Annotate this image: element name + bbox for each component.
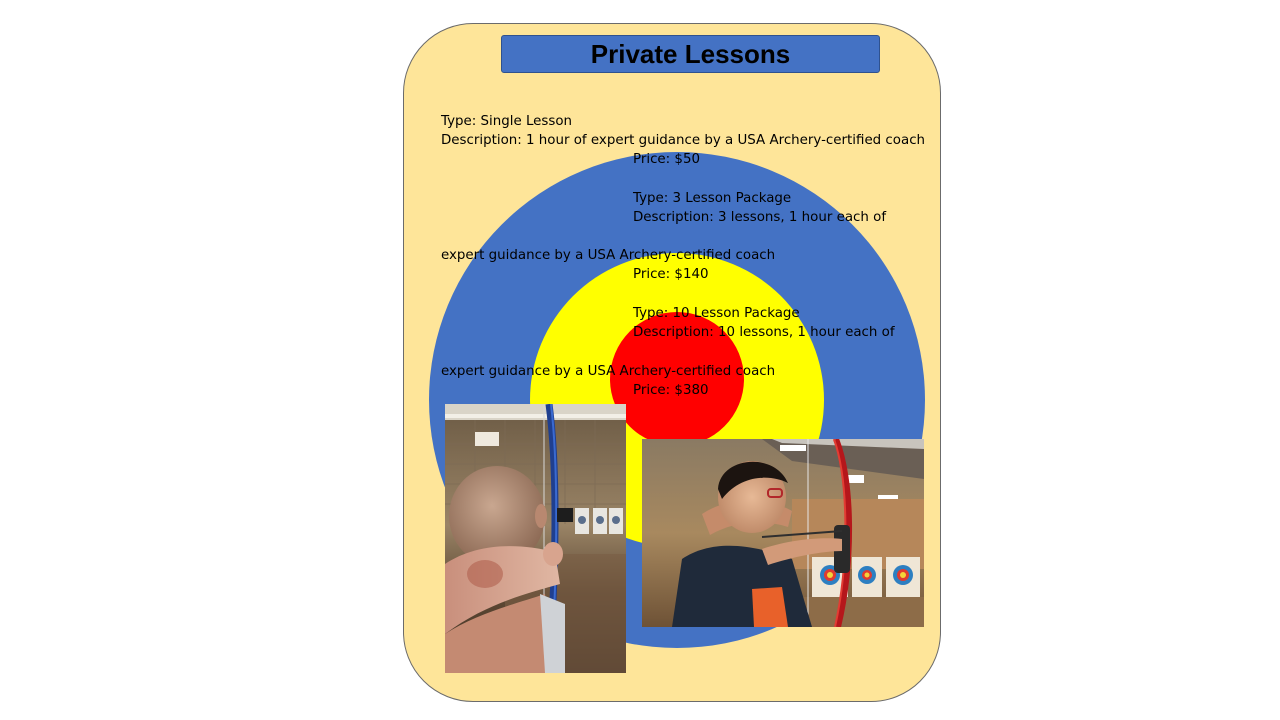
page-title: Private Lessons: [590, 38, 791, 69]
lesson-1-price: Price: $50: [633, 152, 700, 167]
lesson-2-description-line1: Description: 3 lessons, 1 hour each of: [633, 210, 887, 225]
lesson-card: Private Lessons Type: Single Lesson Desc…: [403, 23, 941, 702]
lesson-3-price: Price: $380: [633, 383, 709, 398]
lesson-2-type: Type: 3 Lesson Package: [633, 191, 792, 206]
lesson-3-description-line2: expert guidance by a USA Archery-certifi…: [441, 364, 776, 379]
lesson-3-type: Type: 10 Lesson Package: [633, 306, 800, 321]
lesson-2-price: Price: $140: [633, 267, 709, 282]
title-banner: Private Lessons: [501, 35, 880, 73]
lesson-1-type: Type: Single Lesson: [441, 114, 573, 129]
lesson-1-description: Description: 1 hour of expert guidance b…: [441, 133, 926, 148]
archer-aiming-image: [642, 439, 924, 627]
lesson-2-description-line2: expert guidance by a USA Archery-certifi…: [441, 248, 776, 263]
lesson-3-description-line1: Description: 10 lessons, 1 hour each of: [633, 325, 895, 340]
target-center-ring: [610, 312, 744, 446]
archer-photo-left: [445, 404, 626, 673]
archer-photo-right: [642, 439, 924, 627]
archer-drawing-bow-image: [445, 404, 626, 673]
